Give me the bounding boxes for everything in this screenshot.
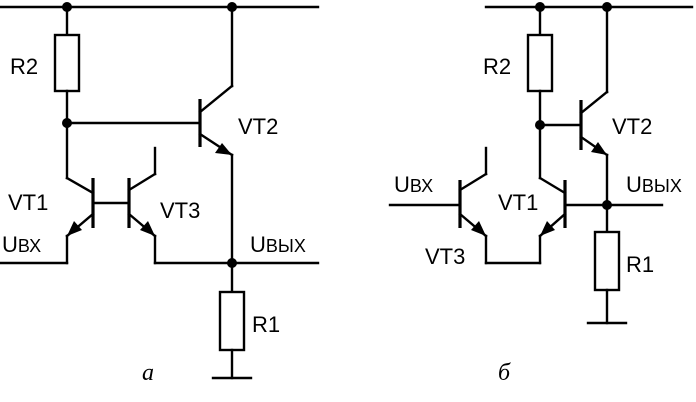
diagram-b: R2 VT2 VT1 VT3 R1 UВХ UВЫХ б (388, 2, 694, 386)
label-u-in: UВХ (2, 232, 41, 257)
label-vt2: VT2 (612, 114, 652, 139)
diagram-a: R2 VT2 VT1 VT3 R1 UВХ UВЫХ а (0, 2, 320, 386)
label-vt1: VT1 (8, 190, 48, 215)
label-r1: R1 (252, 312, 280, 337)
node-dot (602, 200, 612, 210)
resistor-r2-b (526, 33, 554, 93)
label-r2: R2 (10, 54, 38, 79)
transistor-vt3-a (127, 146, 157, 265)
caption-b: б (498, 360, 511, 386)
label-vt1: VT1 (498, 190, 538, 215)
label-u-out: UВЫХ (626, 172, 682, 197)
resistor-r1-a (218, 290, 246, 352)
resistor-r2-a (53, 33, 81, 93)
label-vt3: VT3 (425, 244, 465, 269)
caption-a: а (142, 360, 154, 386)
label-r2: R2 (483, 54, 511, 79)
label-vt3: VT3 (160, 198, 200, 223)
transistor-vt2-a (198, 5, 234, 265)
label-u-in: UВХ (394, 172, 433, 197)
label-r1: R1 (626, 252, 654, 277)
transistor-vt3-b (388, 146, 542, 265)
label-u-out: UВЫХ (250, 232, 306, 257)
resistor-r1-b (593, 230, 621, 292)
transistor-vt1-b (538, 176, 664, 265)
label-vt2: VT2 (238, 114, 278, 139)
